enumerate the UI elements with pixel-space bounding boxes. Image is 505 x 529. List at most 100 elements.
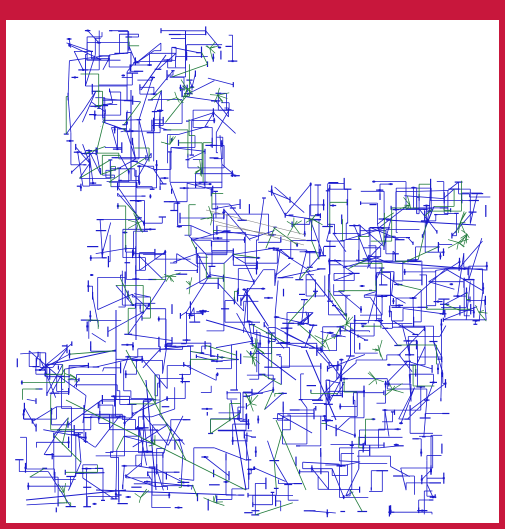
node-marker <box>255 451 257 453</box>
node-marker <box>244 239 246 241</box>
substation-spoke <box>378 345 379 350</box>
node-marker <box>398 304 400 306</box>
network-line <box>27 399 36 401</box>
network-line <box>305 325 314 347</box>
node-marker <box>27 485 29 487</box>
network-line <box>332 469 344 497</box>
node-marker <box>327 420 329 422</box>
node-marker <box>384 409 386 411</box>
node-marker <box>114 129 116 131</box>
substation-spoke <box>64 493 67 504</box>
network-line <box>274 461 288 485</box>
substation-spoke <box>175 92 177 98</box>
substation-spoke <box>376 379 377 384</box>
substation-spoke <box>376 379 384 382</box>
node-marker <box>248 423 250 425</box>
network-line <box>368 292 377 324</box>
node-marker <box>101 252 103 254</box>
network-line <box>128 305 149 334</box>
network-line <box>343 228 386 241</box>
node-marker <box>412 187 414 189</box>
node-marker <box>445 382 447 384</box>
trunk-line <box>141 55 166 90</box>
node-marker <box>152 77 154 79</box>
network-line <box>341 327 366 340</box>
substation-spoke <box>161 142 170 144</box>
node-marker <box>138 165 140 167</box>
node-marker <box>250 468 252 470</box>
node-marker <box>74 76 76 78</box>
node-marker <box>475 320 477 322</box>
substation-spoke <box>138 221 142 223</box>
node-marker <box>90 257 92 259</box>
node-marker <box>397 428 399 430</box>
node-marker <box>86 325 88 327</box>
substation-spoke <box>393 390 404 393</box>
node-marker <box>180 87 182 89</box>
network-line <box>249 322 253 347</box>
network-line <box>96 357 138 367</box>
substation-spoke <box>379 340 382 350</box>
node-marker <box>360 309 362 311</box>
network-line <box>96 151 101 175</box>
network-line <box>30 468 45 477</box>
node-marker <box>131 130 133 132</box>
node-marker <box>116 148 118 150</box>
substation-spoke <box>247 404 250 407</box>
node-marker <box>159 110 161 112</box>
node-marker <box>276 249 278 251</box>
node-marker <box>441 372 443 374</box>
network-line <box>149 280 166 306</box>
node-marker <box>271 190 273 192</box>
network-diagram <box>6 20 499 523</box>
network-line <box>401 468 406 490</box>
network-line <box>139 120 149 162</box>
network-line <box>184 364 217 380</box>
network-line <box>143 349 160 368</box>
node-marker <box>286 327 288 329</box>
trunk-line <box>206 320 276 340</box>
network-line <box>191 226 212 235</box>
network-line <box>469 238 482 280</box>
network-line <box>142 430 144 463</box>
node-marker <box>86 468 88 470</box>
network-line <box>123 466 125 487</box>
network-line <box>398 285 421 290</box>
substation-spoke <box>448 240 458 243</box>
network-line <box>429 282 455 290</box>
node-marker <box>113 395 115 397</box>
node-marker <box>404 271 406 273</box>
node-marker <box>388 364 390 366</box>
node-marker <box>123 465 125 467</box>
network-line <box>109 89 112 104</box>
node-marker <box>94 503 96 505</box>
node-marker <box>223 211 225 213</box>
node-marker <box>209 183 211 185</box>
substation-spoke <box>325 341 329 351</box>
network-line <box>224 254 233 263</box>
node-marker <box>128 171 130 173</box>
node-marker <box>450 283 452 285</box>
network-line <box>268 441 275 461</box>
network-line <box>180 312 186 316</box>
network-line <box>192 485 197 497</box>
node-marker <box>421 479 423 481</box>
node-marker <box>326 512 328 514</box>
node-marker <box>253 467 255 469</box>
network-line <box>337 356 351 379</box>
network-line <box>275 281 278 315</box>
substation-spoke <box>479 310 484 312</box>
node-marker <box>225 481 227 483</box>
substation-spoke <box>64 483 66 493</box>
substation-spoke <box>312 214 316 219</box>
node-marker <box>432 496 434 498</box>
network-line <box>417 346 425 363</box>
node-marker <box>276 316 278 318</box>
node-marker <box>138 182 140 184</box>
network-line <box>96 249 126 254</box>
network-line <box>441 357 442 400</box>
node-marker <box>486 265 488 267</box>
node-marker <box>68 44 70 46</box>
substation-spoke <box>180 89 187 90</box>
substation-spoke <box>189 285 190 294</box>
